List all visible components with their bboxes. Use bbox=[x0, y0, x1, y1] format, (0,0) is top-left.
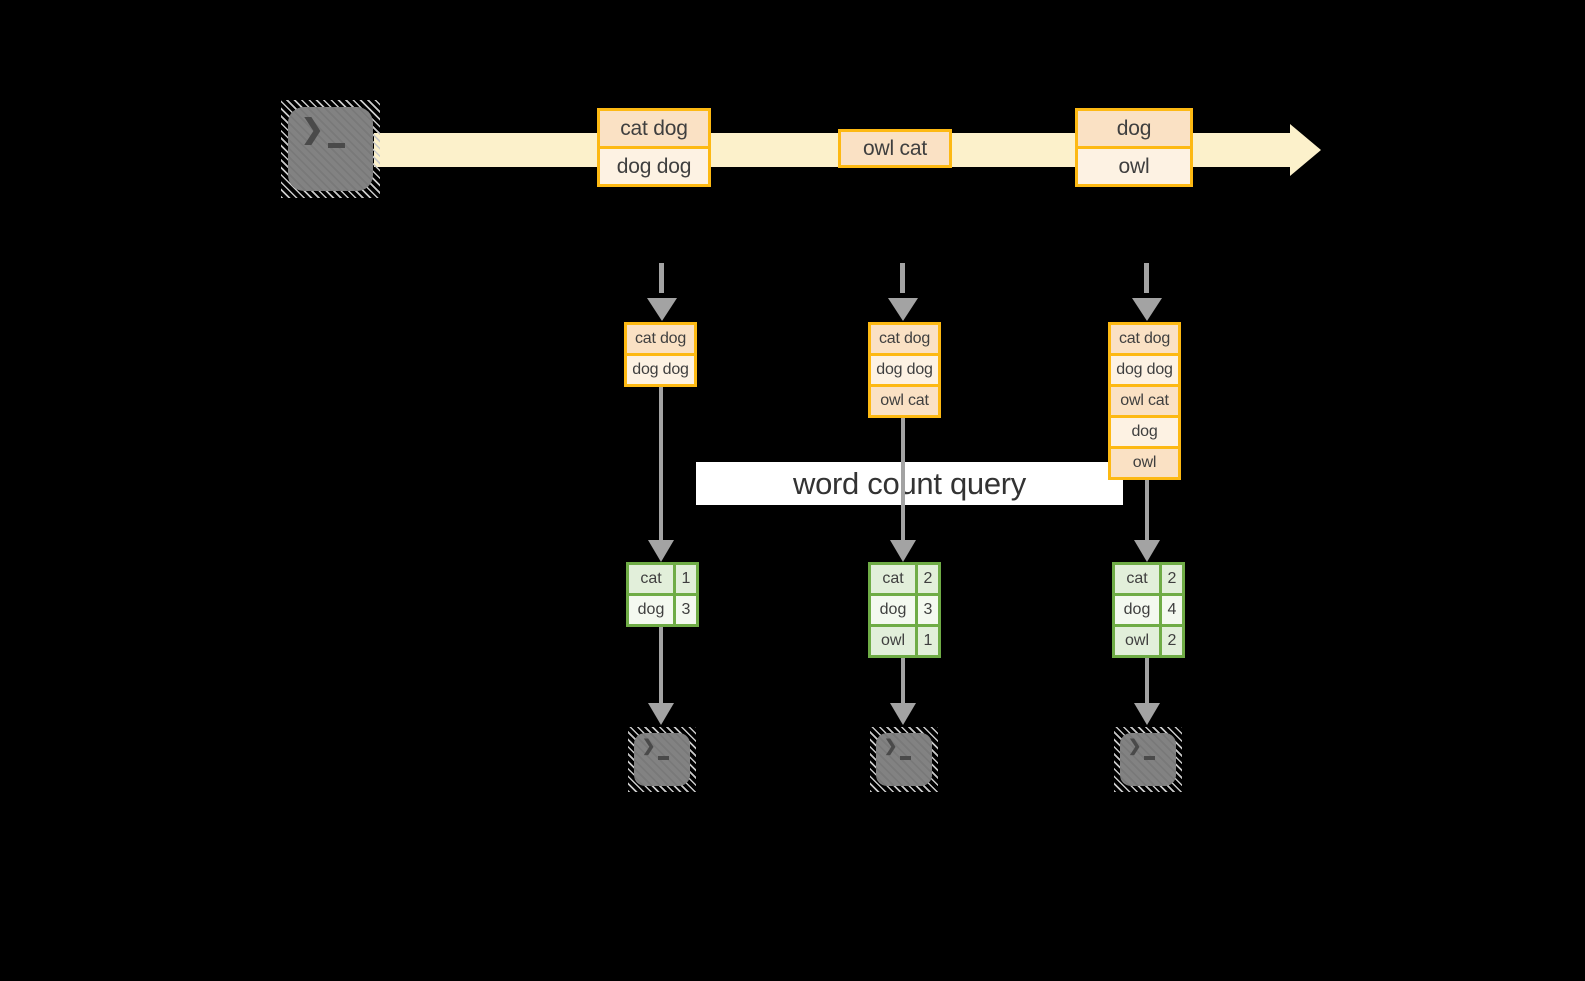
terminal-icon: ❯ bbox=[281, 100, 380, 198]
down-arrowhead-icon bbox=[1132, 298, 1162, 321]
state-line: owl bbox=[1111, 449, 1178, 477]
table-row: dog 4 bbox=[1115, 596, 1182, 624]
count-cell: 3 bbox=[918, 596, 938, 624]
state-line: dog bbox=[1111, 418, 1178, 446]
count-cell: 3 bbox=[676, 596, 696, 624]
word-cell: dog bbox=[871, 596, 915, 624]
down-arrowhead-icon bbox=[890, 703, 916, 725]
arrow-line bbox=[659, 385, 663, 541]
stream-event-box: dog owl bbox=[1075, 108, 1193, 187]
count-cell: 2 bbox=[1162, 565, 1182, 593]
arrow-line bbox=[901, 658, 905, 705]
count-cell: 1 bbox=[918, 627, 938, 655]
word-count-table: cat 2 dog 3 owl 1 bbox=[868, 562, 941, 658]
state-line: dog dog bbox=[871, 356, 938, 384]
event-line: cat dog bbox=[600, 111, 708, 146]
query-band: word count query bbox=[696, 462, 1123, 505]
terminal-screen: ❯ bbox=[1120, 733, 1176, 786]
prompt-chevron-icon: ❯ bbox=[642, 738, 656, 755]
word-count-table: cat 2 dog 4 owl 2 bbox=[1112, 562, 1185, 658]
word-cell: owl bbox=[1115, 627, 1159, 655]
state-line: owl cat bbox=[1111, 387, 1178, 415]
terminal-icon: ❯ bbox=[1114, 727, 1182, 792]
terminal-screen: ❯ bbox=[288, 107, 373, 191]
stream-event-box: owl cat bbox=[838, 129, 952, 168]
dashed-arrow-line bbox=[659, 263, 664, 293]
prompt-chevron-icon: ❯ bbox=[1128, 738, 1142, 755]
prompt-underscore-icon bbox=[1144, 756, 1155, 760]
arrow-line bbox=[901, 415, 905, 541]
terminal-icon: ❯ bbox=[870, 727, 938, 792]
word-cell: dog bbox=[1115, 596, 1159, 624]
terminal-screen: ❯ bbox=[634, 733, 690, 786]
count-cell: 4 bbox=[1162, 596, 1182, 624]
table-row: dog 3 bbox=[629, 596, 696, 624]
table-row: cat 1 bbox=[629, 565, 696, 593]
dashed-arrow-line bbox=[900, 263, 905, 293]
count-cell: 1 bbox=[676, 565, 696, 593]
word-cell: owl bbox=[871, 627, 915, 655]
arrow-line bbox=[1145, 478, 1149, 541]
down-arrowhead-icon bbox=[888, 298, 918, 321]
down-arrowhead-icon bbox=[648, 540, 674, 562]
prompt-underscore-icon bbox=[658, 756, 669, 760]
prompt-chevron-icon: ❯ bbox=[301, 114, 324, 144]
query-label: word count query bbox=[793, 465, 1026, 501]
state-line: dog dog bbox=[627, 356, 694, 384]
count-cell: 2 bbox=[1162, 627, 1182, 655]
arrow-line bbox=[1145, 658, 1149, 705]
event-line: dog bbox=[1078, 111, 1190, 146]
state-box: cat dog dog dog owl cat dog owl bbox=[1108, 322, 1181, 480]
count-cell: 2 bbox=[918, 565, 938, 593]
word-cell: cat bbox=[871, 565, 915, 593]
state-line: cat dog bbox=[627, 325, 694, 353]
down-arrowhead-icon bbox=[1134, 540, 1160, 562]
prompt-underscore-icon bbox=[328, 143, 345, 148]
state-box: cat dog dog dog bbox=[624, 322, 697, 387]
down-arrowhead-icon bbox=[890, 540, 916, 562]
down-arrowhead-icon bbox=[648, 703, 674, 725]
word-cell: dog bbox=[629, 596, 673, 624]
table-row: owl 2 bbox=[1115, 627, 1182, 655]
arrow-line bbox=[659, 627, 663, 705]
event-line: owl cat bbox=[841, 132, 949, 165]
dashed-arrow-line bbox=[1144, 263, 1149, 293]
state-line: owl cat bbox=[871, 387, 938, 415]
stream-arrowhead-icon bbox=[1290, 124, 1321, 176]
word-cell: cat bbox=[1115, 565, 1159, 593]
event-line: dog dog bbox=[600, 149, 708, 184]
stream-event-box: cat dog dog dog bbox=[597, 108, 711, 187]
table-row: cat 2 bbox=[871, 565, 938, 593]
down-arrowhead-icon bbox=[1134, 703, 1160, 725]
state-line: cat dog bbox=[871, 325, 938, 353]
state-box: cat dog dog dog owl cat bbox=[868, 322, 941, 418]
down-arrowhead-icon bbox=[647, 298, 677, 321]
terminal-screen: ❯ bbox=[876, 733, 932, 786]
state-line: cat dog bbox=[1111, 325, 1178, 353]
state-line: dog dog bbox=[1111, 356, 1178, 384]
table-row: cat 2 bbox=[1115, 565, 1182, 593]
table-row: dog 3 bbox=[871, 596, 938, 624]
event-line: owl bbox=[1078, 149, 1190, 184]
table-row: owl 1 bbox=[871, 627, 938, 655]
prompt-chevron-icon: ❯ bbox=[884, 738, 898, 755]
word-cell: cat bbox=[629, 565, 673, 593]
word-count-table: cat 1 dog 3 bbox=[626, 562, 699, 627]
prompt-underscore-icon bbox=[900, 756, 911, 760]
terminal-icon: ❯ bbox=[628, 727, 696, 792]
